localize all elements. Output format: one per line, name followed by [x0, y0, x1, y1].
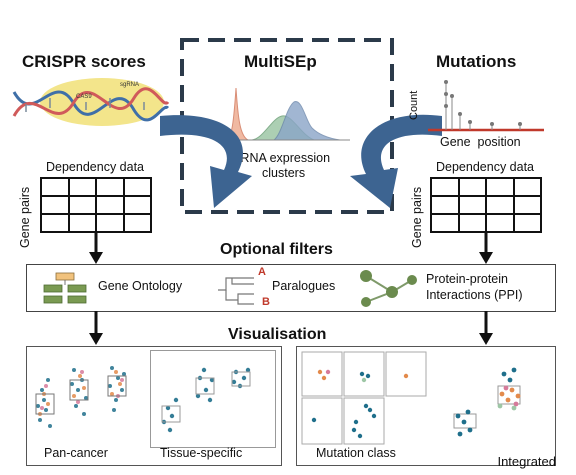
density-clusters-plot [224, 87, 350, 141]
sgrna-label: sgRNA [120, 82, 139, 88]
tissue-specific-label: Tissue-specific [160, 446, 243, 460]
visualisation-title: Visualisation [228, 326, 327, 343]
left-down-arrow-2 [89, 311, 103, 345]
integrated-label: Integrated [497, 454, 556, 469]
paralogue-mark-b: B [262, 296, 270, 308]
right-curved-arrow [350, 114, 442, 208]
left-dependency-label: Dependency data [46, 160, 144, 174]
mutation-class-plot [301, 351, 427, 445]
right-down-arrow-2 [479, 311, 493, 345]
tree-icon [218, 277, 254, 305]
left-dependency-grid [40, 177, 152, 233]
filters-box [26, 264, 556, 312]
right-dependency-grid [430, 177, 542, 233]
tissue-specific-plot [161, 367, 251, 433]
right-gene-pairs-label: Gene pairs [410, 186, 424, 248]
dna-cas9-icon: CAS9 sgRNA [12, 78, 170, 126]
network-icon [360, 270, 417, 307]
gene-ontology-label: Gene Ontology [98, 279, 183, 293]
left-curved-arrow [160, 115, 252, 208]
crispr-title: CRISPR scores [22, 52, 146, 71]
ppi-label-line1: Protein-protein [426, 272, 508, 286]
right-dependency-label: Dependency data [436, 160, 534, 174]
mutations-count-label: Count [408, 90, 420, 120]
left-down-arrow-1 [89, 232, 103, 264]
paralogue-mark-a: A [258, 266, 266, 278]
mrna-caption-line1: mRNA expression [230, 151, 331, 165]
paralogues-label: Paralogues [272, 279, 336, 293]
ppi-label-line2: Interactions (PPI) [426, 288, 523, 302]
multisep-title: MultiSEp [244, 52, 317, 71]
mutations-title: Mutations [436, 52, 517, 71]
hierarchy-icon [43, 272, 87, 304]
mutation-lollipop-plot [428, 80, 544, 132]
optional-filters-title: Optional filters [220, 241, 333, 258]
mrna-caption-line2: clusters [262, 166, 306, 180]
pan-cancer-plot [35, 366, 127, 428]
gene-position-label: Gene position [440, 135, 521, 149]
pan-cancer-label: Pan-cancer [44, 446, 108, 460]
right-down-arrow-1 [479, 232, 493, 264]
cas9-label: CAS9 [76, 94, 92, 100]
integrated-plot [453, 367, 521, 437]
mutation-class-label: Mutation class [316, 446, 396, 460]
left-gene-pairs-label: Gene pairs [18, 186, 32, 248]
